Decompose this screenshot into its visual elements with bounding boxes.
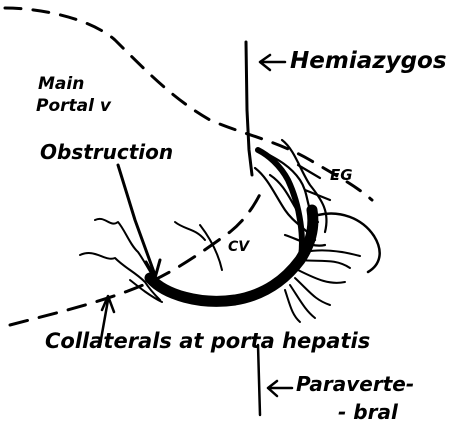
hemiazygos-arrow — [260, 55, 285, 70]
obstruction-label: Obstruction — [40, 142, 173, 162]
hemiazygos-label: Hemiazygos — [290, 50, 447, 73]
cv-label: CV — [228, 240, 249, 254]
paraverte-label-line2: - bral — [338, 402, 398, 422]
main-portal-label-line2: Portal v — [36, 98, 111, 115]
paraverte-label-line1: Paraverte- — [296, 374, 414, 394]
main-portal-vein — [150, 210, 313, 301]
paravertebral-vein — [258, 345, 260, 415]
collaterals-label: Collaterals at porta hepatis — [45, 331, 370, 352]
hemiazygos-vein — [246, 42, 252, 175]
main-portal-label-line1: Main — [38, 76, 84, 93]
eg-label: EG — [330, 168, 353, 183]
obstruction-arrow — [118, 165, 160, 278]
paravertebral-arrow — [268, 381, 292, 396]
